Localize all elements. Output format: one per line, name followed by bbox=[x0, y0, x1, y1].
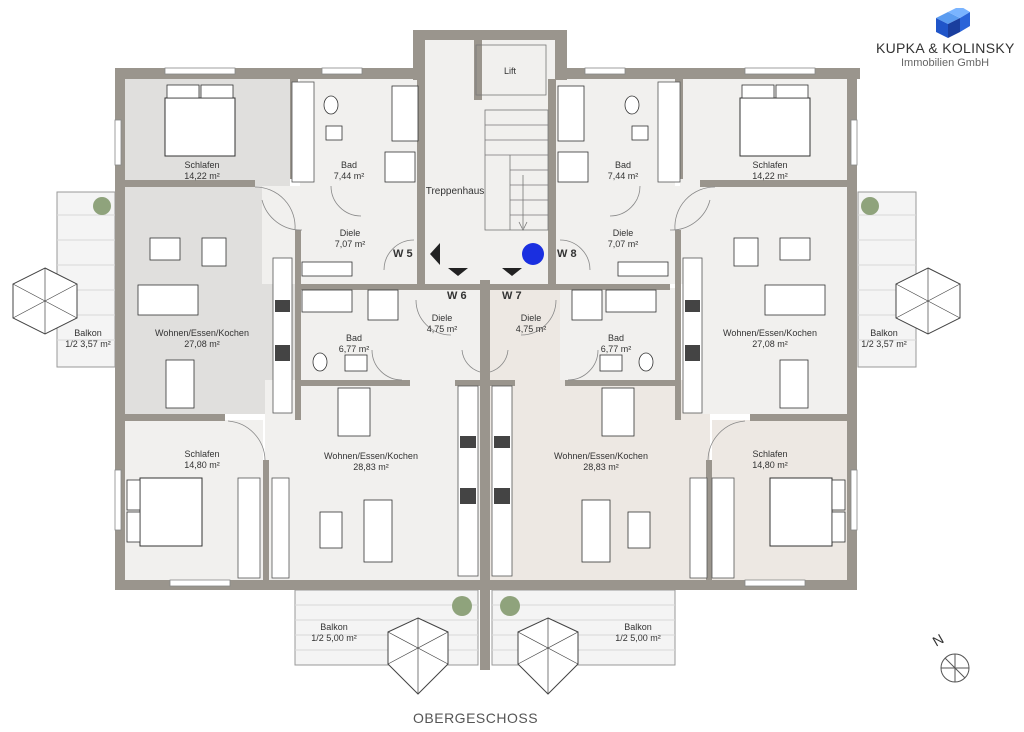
unit-label-w8: W 8 bbox=[557, 248, 577, 260]
plant-icon bbox=[500, 596, 520, 616]
unit-label-w6: W 6 bbox=[447, 290, 467, 302]
entrance-arrow-w7 bbox=[502, 268, 522, 276]
bed-w5 bbox=[164, 97, 236, 157]
label-lift: Lift bbox=[503, 66, 517, 76]
unit-label-w5: W 5 bbox=[393, 248, 413, 260]
brand-subtitle: Immobilien GmbH bbox=[901, 57, 990, 69]
bed-w6 bbox=[139, 477, 203, 547]
entrance-arrow-w5 bbox=[448, 268, 468, 276]
brand-name: KUPKA & KOLINSKY bbox=[876, 40, 1015, 56]
brand-logo-icon bbox=[936, 8, 970, 38]
plant-icon bbox=[861, 197, 879, 215]
entrance-arrow-left bbox=[430, 243, 440, 265]
floor-title: OBERGESCHOSS bbox=[413, 710, 539, 726]
bed-w7 bbox=[769, 477, 833, 547]
plant-icon bbox=[93, 197, 111, 215]
unit-label-w7: W 7 bbox=[502, 290, 522, 302]
label-stair: Treppenhaus bbox=[425, 186, 485, 197]
compass-icon bbox=[940, 653, 970, 683]
plant-icon bbox=[452, 596, 472, 616]
bed-w8 bbox=[739, 97, 811, 157]
location-marker-icon bbox=[522, 243, 544, 265]
